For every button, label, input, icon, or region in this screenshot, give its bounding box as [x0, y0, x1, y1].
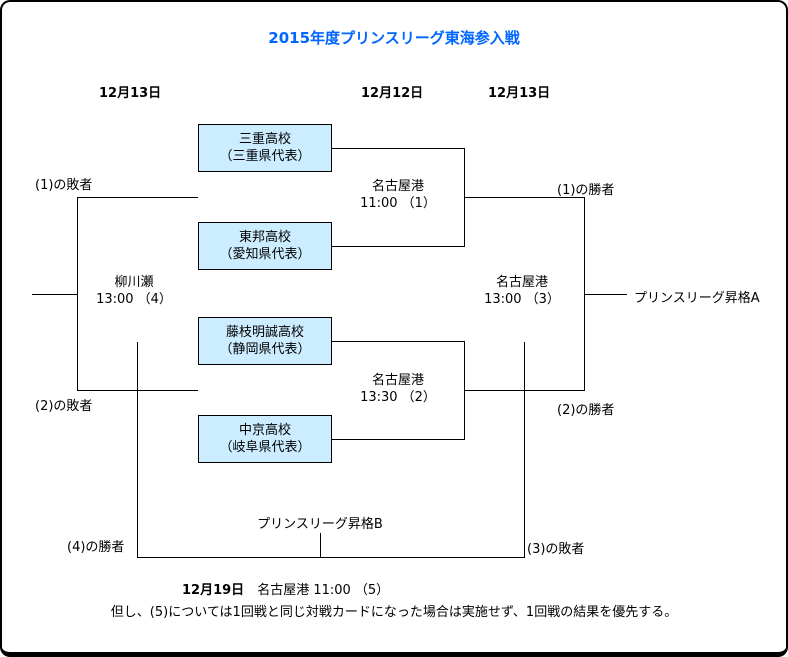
match4-label: 柳川瀬 13:00 （4）	[64, 274, 204, 308]
team-name: 東邦高校	[238, 230, 291, 245]
team-box-chukyo: 中京高校 （岐阜県代表）	[198, 415, 332, 463]
page-title: 2015年度プリンスリーグ東海参入戦	[268, 29, 520, 47]
connector-line	[524, 342, 525, 557]
match5-label: 12月19日 名古屋港 11:00 （5）	[182, 579, 389, 598]
promotion-b-label: プリンスリーグ昇格B	[257, 517, 383, 532]
connector-line	[320, 533, 321, 557]
match3-label: 名古屋港 13:00 （3）	[452, 274, 592, 308]
team-name: 藤枝明誠高校	[225, 325, 304, 340]
connector-line	[77, 197, 78, 391]
match5-date: 12月19日	[182, 583, 245, 598]
match1-label: 名古屋港 11:00 （1）	[328, 178, 468, 212]
connector-line	[77, 197, 198, 198]
winner4-label: (4)の勝者	[67, 540, 125, 555]
team-rep: （愛知県代表）	[219, 247, 311, 262]
winner2-label: (2)の勝者	[557, 403, 615, 418]
connector-line	[137, 557, 525, 558]
team-rep: （三重県代表）	[219, 149, 311, 164]
connector-line	[137, 342, 138, 557]
match2-venue: 名古屋港	[371, 373, 424, 388]
promotion-a-label: プリンスリーグ昇格A	[634, 291, 760, 306]
loser2-label: (2)の敗者	[35, 399, 93, 414]
connector-line	[584, 294, 627, 295]
date-header-left: 12月13日	[99, 86, 162, 101]
match4-time: 13:00 （4）	[96, 292, 172, 307]
date-header-right: 12月13日	[488, 86, 551, 101]
team-box-fujieda-meisei: 藤枝明誠高校 （静岡県代表）	[198, 317, 332, 365]
team-name: 三重高校	[238, 132, 291, 147]
date-header-middle: 12月12日	[361, 86, 424, 101]
team-rep: （岐阜県代表）	[219, 440, 311, 455]
connector-line	[332, 439, 464, 440]
match4-venue: 柳川瀬	[114, 275, 154, 290]
team-rep: （静岡県代表）	[219, 342, 311, 357]
winner1-label: (1)の勝者	[557, 183, 615, 198]
footnote: 但し、(5)については1回戦と同じ対戦カードになった場合は実施せず、1回戦の結果…	[110, 605, 678, 620]
loser1-label: (1)の敗者	[35, 178, 93, 193]
match2-time: 13:30 （2）	[360, 390, 436, 405]
match5-venue-time: 名古屋港 11:00 （5）	[244, 583, 390, 598]
match1-venue: 名古屋港	[371, 179, 424, 194]
match2-label: 名古屋港 13:30 （2）	[328, 372, 468, 406]
match1-time: 11:00 （1）	[360, 196, 436, 211]
connector-line	[332, 246, 464, 247]
match3-venue: 名古屋港	[495, 275, 548, 290]
connector-line	[32, 294, 77, 295]
team-box-toho: 東邦高校 （愛知県代表）	[198, 222, 332, 270]
connector-line	[464, 197, 584, 198]
connector-line	[332, 148, 464, 149]
match3-time: 13:00 （3）	[484, 292, 560, 307]
loser3-label: (3)の敗者	[527, 542, 585, 557]
connector-line	[332, 341, 464, 342]
team-name: 中京高校	[238, 423, 291, 438]
team-box-mie: 三重高校 （三重県代表）	[198, 124, 332, 172]
